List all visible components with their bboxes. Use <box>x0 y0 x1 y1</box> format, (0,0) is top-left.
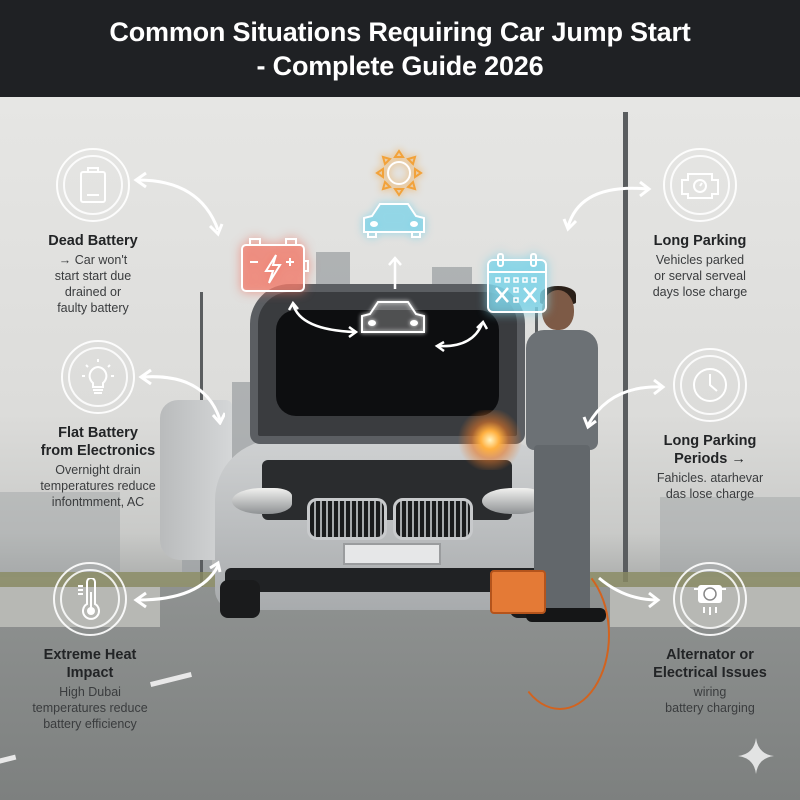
item-desc: High Dubai temperatures reduce battery e… <box>32 685 148 731</box>
thermometer-icon <box>53 562 127 636</box>
battery-icon <box>56 148 130 222</box>
license-plate <box>343 543 441 565</box>
item-flat-battery: Flat Battery from Electronics Overnight … <box>18 340 178 510</box>
curved-arrow <box>133 560 222 609</box>
sun-icon <box>374 148 424 198</box>
jumper-cable <box>510 560 610 710</box>
up-arrow-icon <box>387 255 403 291</box>
battery-neon-icon <box>238 235 314 295</box>
street-lamp <box>623 112 628 582</box>
item-title: Extreme Heat Impact <box>43 647 137 681</box>
curved-arrow <box>562 180 652 232</box>
calendar-icon <box>484 252 550 316</box>
item-desc: wiring battery charging <box>665 685 755 715</box>
item-long-parking: Long Parking Vehicles parked or serval s… <box>630 148 770 300</box>
car-wheel <box>220 580 260 618</box>
car-grille-right <box>393 498 473 540</box>
car-icon-center <box>356 298 430 340</box>
curved-arrow <box>133 171 224 237</box>
engine-icon <box>663 148 737 222</box>
curved-arrow <box>287 300 359 339</box>
item-desc: → Car won't start start due drained or f… <box>54 253 132 315</box>
curved-arrow <box>434 319 489 352</box>
item-dead-battery: Dead Battery → Car won't start start due… <box>22 148 164 316</box>
curved-arrow <box>582 378 666 430</box>
item-title: Long Parking Periods → <box>663 433 757 467</box>
lightbulb-icon <box>61 340 135 414</box>
title-line-2: - Complete Guide 2026 <box>256 50 544 81</box>
item-extreme-heat: Extreme Heat Impact High Dubai temperatu… <box>15 562 165 732</box>
sparkle-icon <box>738 738 774 774</box>
item-title: Alternator or Electrical Issues <box>653 647 767 681</box>
title-line-1: Common Situations Requiring Car Jump Sta… <box>109 16 691 47</box>
item-title: Flat Battery from Electronics <box>40 425 156 459</box>
sparks <box>455 410 525 470</box>
clock-icon <box>673 348 747 422</box>
curved-arrow <box>598 576 661 609</box>
item-long-parking-periods: Long Parking Periods → Fahicles. atarhev… <box>625 348 795 502</box>
item-desc: Fahicles. atarhevar das lose charge <box>656 471 764 501</box>
skyline-building <box>660 497 800 577</box>
item-alternator: Alternator or Electrical Issues wiring b… <box>630 562 790 716</box>
item-title: Dead Battery <box>48 233 138 249</box>
item-title: Long Parking <box>653 233 747 249</box>
car-grille-left <box>307 498 387 540</box>
page-header: Common Situations Requiring Car Jump Sta… <box>0 0 800 97</box>
car-icon-top <box>358 200 430 240</box>
car-headlight-right <box>482 488 542 514</box>
curved-arrow <box>138 368 225 425</box>
item-desc: Overnight drain temperatures reduce info… <box>40 463 156 509</box>
alternator-icon <box>673 562 747 636</box>
car-headlight-left <box>232 488 292 514</box>
item-desc: Vehicles parked or serval serveal days l… <box>652 253 748 299</box>
